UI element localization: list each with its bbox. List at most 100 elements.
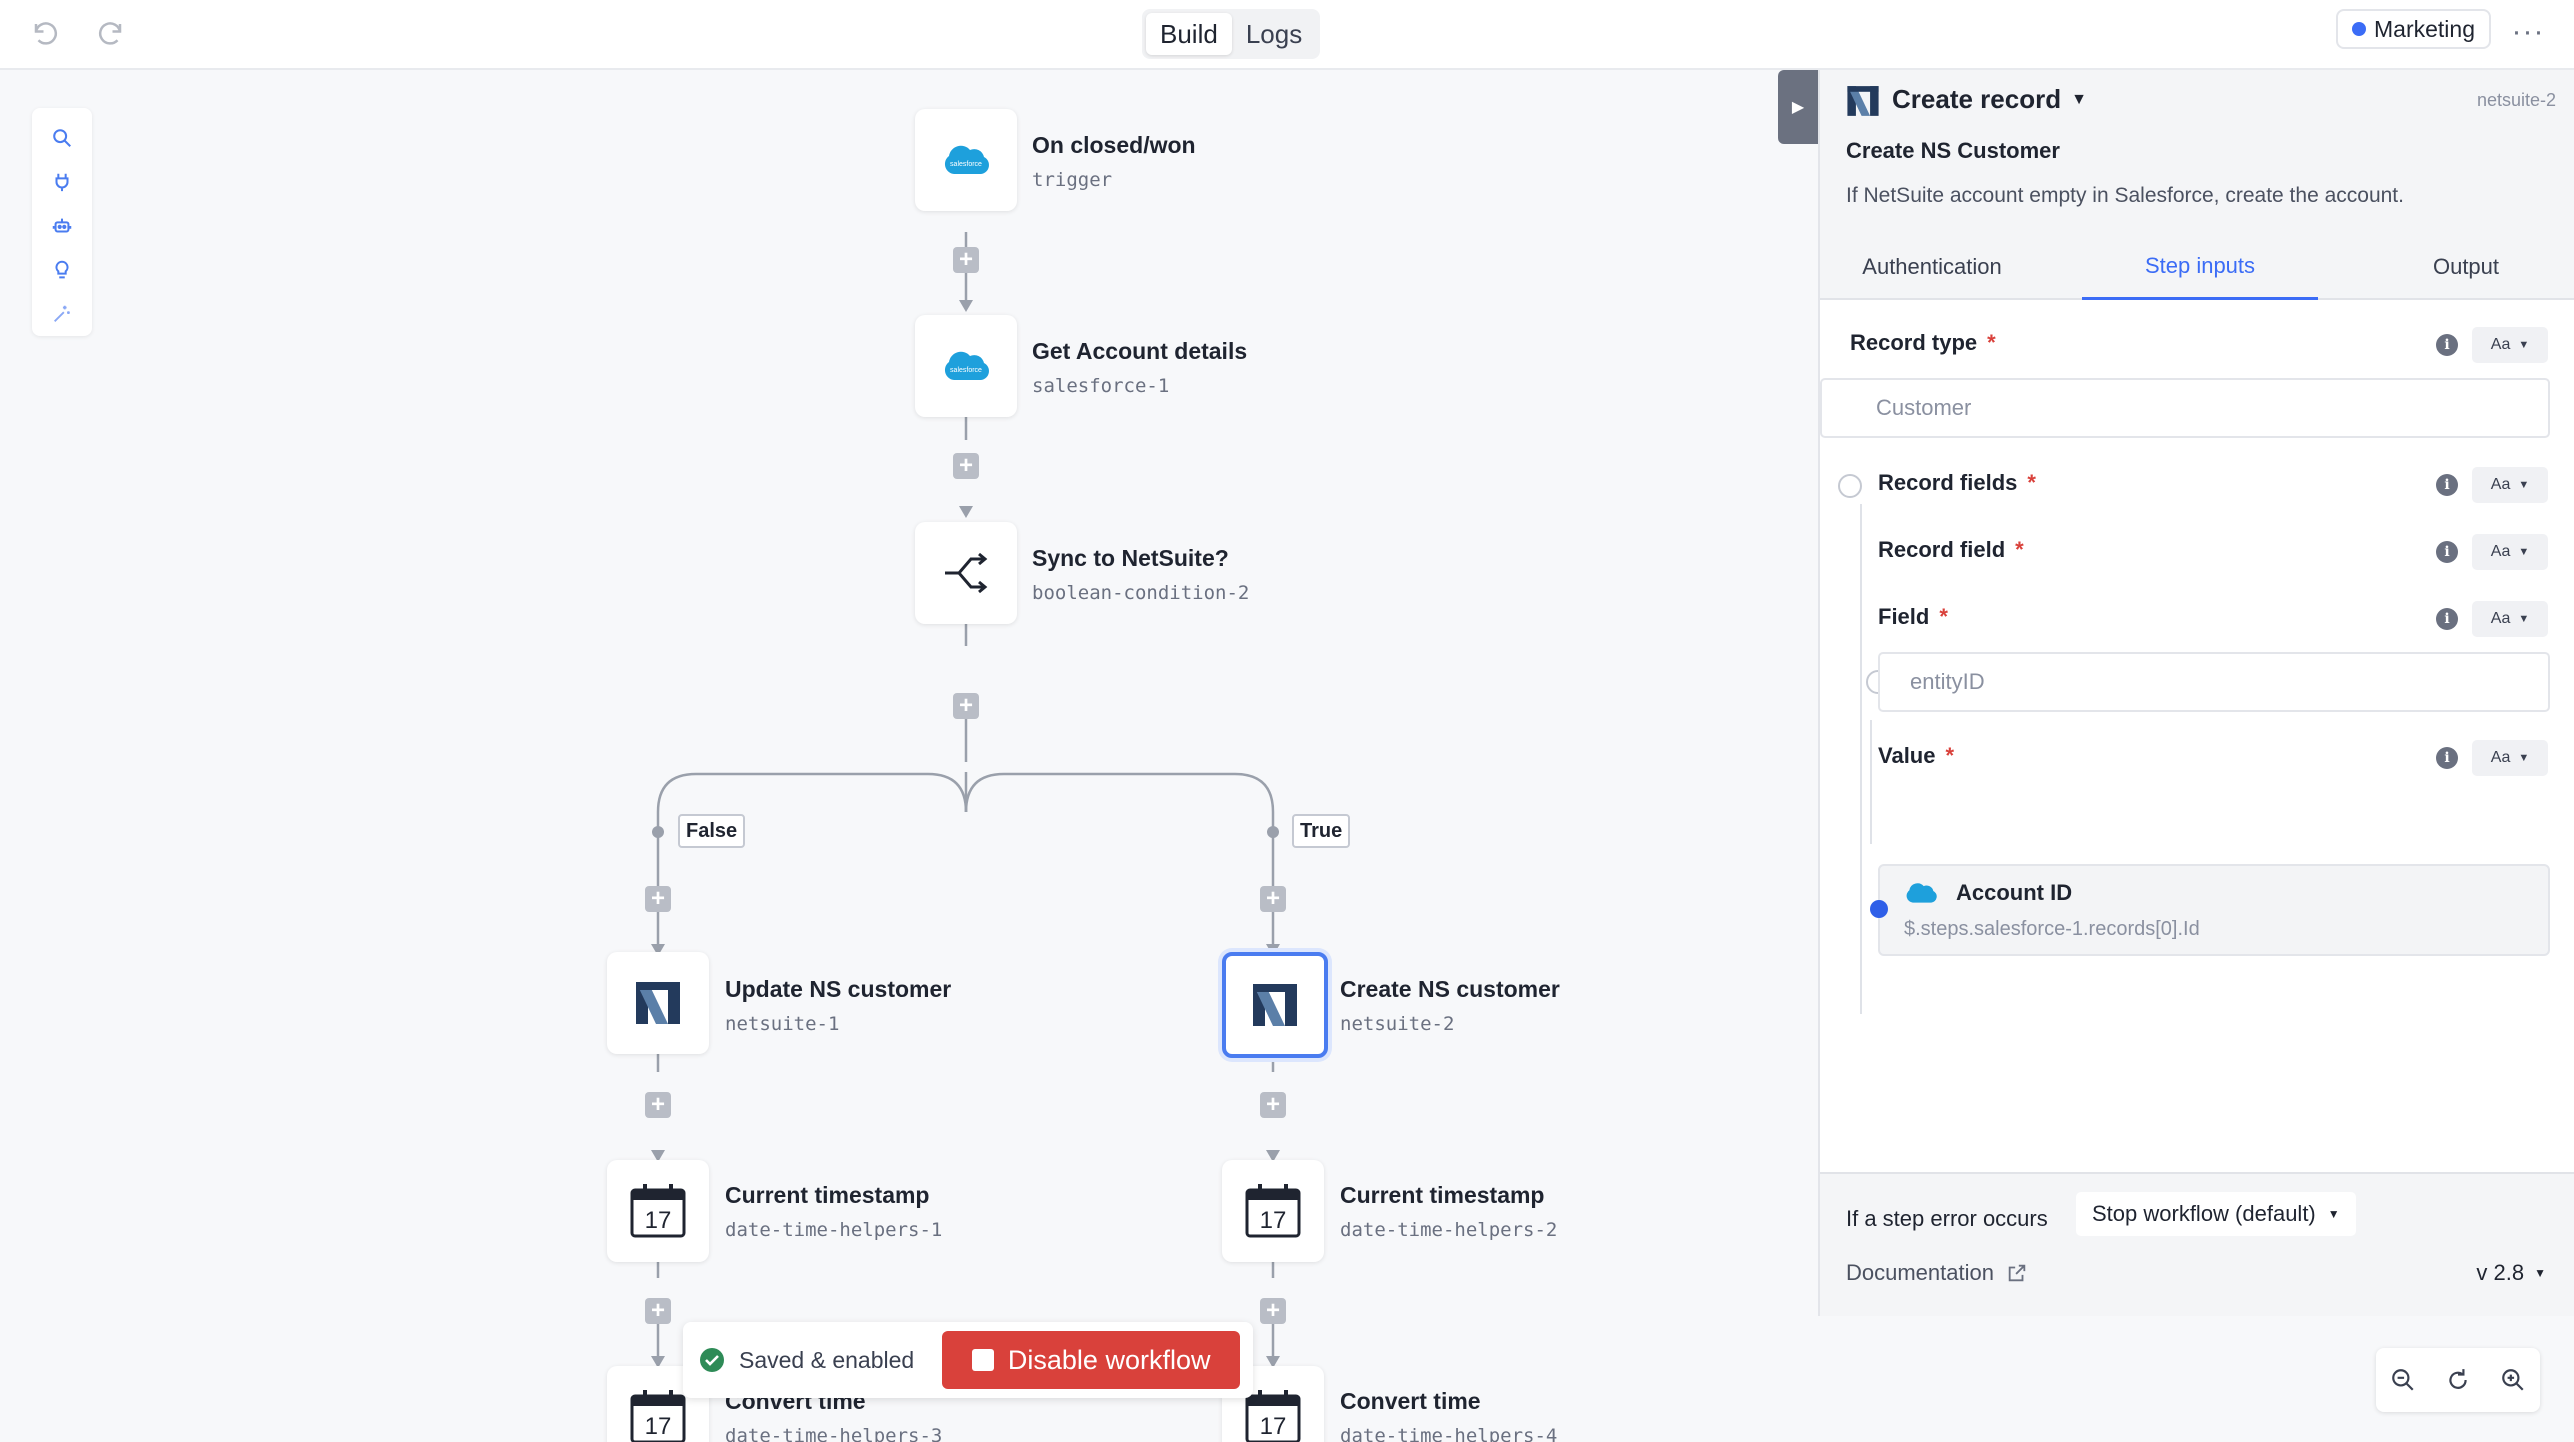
step-inputs-form: Record type* i Aa▼ Customer Record field… (1820, 300, 2574, 1172)
record-field-label: Record field* (1878, 537, 2024, 562)
workspace-dot-icon (2352, 22, 2366, 36)
info-icon[interactable]: i (2436, 474, 2458, 496)
disable-workflow-button[interactable]: Disable workflow (942, 1331, 1241, 1389)
add-step-button[interactable]: + (1260, 886, 1286, 912)
add-step-button[interactable]: + (953, 693, 979, 719)
node-id: date-time-helpers-3 (725, 1425, 943, 1442)
workflow-node-netsuite[interactable] (607, 952, 709, 1054)
more-options-icon[interactable]: ··· (2511, 15, 2545, 48)
check-circle-icon (700, 1348, 724, 1372)
radio-button-selected[interactable] (1870, 900, 1888, 918)
stop-icon (971, 1349, 994, 1371)
zoom-in-icon[interactable] (2493, 1360, 2533, 1400)
sparkle-icon[interactable] (42, 294, 82, 334)
value-reference-pill[interactable]: Account ID $.steps.salesforce-1.records[… (1878, 864, 2550, 956)
panel-footer: If a step error occurs Stop workflow (de… (1820, 1172, 2574, 1316)
input-type-selector[interactable]: Aa▼ (2472, 740, 2548, 776)
input-type-selector[interactable]: Aa▼ (2472, 601, 2548, 637)
node-title: Create NS customer (1340, 976, 1560, 1002)
node-id: netsuite-2 (1340, 1013, 1455, 1035)
info-icon[interactable]: i (2436, 541, 2458, 563)
netsuite-icon (1847, 86, 1879, 116)
error-handling-select[interactable]: Stop workflow (default)▼ (2076, 1192, 2356, 1236)
zoom-out-icon[interactable] (2383, 1360, 2423, 1400)
documentation-link[interactable]: Documentation (1846, 1260, 2028, 1286)
chevron-right-icon: ▶ (1791, 99, 1805, 116)
svg-text:17: 17 (645, 1413, 672, 1440)
add-step-button[interactable]: + (953, 247, 979, 273)
calendar-icon: 17 (630, 1184, 686, 1238)
input-type-selector[interactable]: Aa▼ (2472, 327, 2548, 363)
undo-icon[interactable] (26, 14, 66, 54)
add-step-button[interactable]: + (953, 453, 979, 479)
record-type-input[interactable]: Customer (1820, 378, 2550, 438)
step-name[interactable]: Create NS Customer (1846, 138, 2060, 163)
action-selector[interactable]: Create record ▼ (1892, 84, 2087, 115)
step-description[interactable]: If NetSuite account empty in Salesforce,… (1846, 184, 2404, 207)
workflow-canvas[interactable]: + + + + + + + + + False True salesforce … (0, 72, 1780, 1442)
svg-text:17: 17 (1260, 1413, 1287, 1440)
workflow-node-trigger[interactable]: salesforce (915, 109, 1017, 211)
radio-button[interactable] (1838, 474, 1862, 498)
external-link-icon (2008, 1264, 2026, 1282)
workflow-node-datetime[interactable]: 17 (1222, 1160, 1324, 1262)
value-label: Value* (1878, 743, 1955, 768)
calendar-icon: 17 (1245, 1184, 1301, 1238)
info-icon[interactable]: i (2436, 747, 2458, 769)
tab-output[interactable]: Output (2432, 254, 2500, 279)
step-id: netsuite-2 (2476, 90, 2556, 110)
node-id: date-time-helpers-1 (725, 1219, 943, 1241)
step-config-panel: Create record ▼ netsuite-2 Create NS Cus… (1818, 70, 2574, 1316)
collapse-panel-button[interactable]: ▶ (1778, 70, 1818, 144)
info-icon[interactable]: i (2436, 334, 2458, 356)
workflow-node-salesforce[interactable]: salesforce (915, 315, 1017, 417)
tool-rail (32, 108, 92, 336)
info-icon[interactable]: i (2436, 608, 2458, 630)
tab-step-inputs[interactable]: Step inputs (2082, 234, 2318, 300)
panel-header: Create record ▼ netsuite-2 Create NS Cus… (1820, 70, 2574, 300)
workflow-node-netsuite-selected[interactable] (1222, 952, 1328, 1058)
node-id: salesforce-1 (1032, 375, 1170, 397)
tab-authentication[interactable]: Authentication (1862, 254, 2002, 279)
reference-path: $.steps.salesforce-1.records[0].Id (1904, 918, 2200, 940)
node-label: Current timestamp date-time-helpers-1 (725, 1182, 942, 1241)
search-icon[interactable] (42, 118, 82, 158)
node-label: Sync to NetSuite? boolean-condition-2 (1032, 545, 1249, 604)
plug-icon[interactable] (42, 162, 82, 202)
lightbulb-icon[interactable] (42, 250, 82, 290)
node-id: date-time-helpers-4 (1340, 1425, 1558, 1442)
workspace-selector[interactable]: Marketing (2336, 9, 2491, 49)
field-input[interactable]: entityID (1878, 652, 2550, 712)
record-fields-label: Record fields* (1878, 470, 2036, 495)
caret-down-icon: ▼ (2071, 90, 2087, 108)
version-selector[interactable]: v 2.8▼ (2476, 1260, 2546, 1285)
add-step-button[interactable]: + (645, 1092, 671, 1118)
tab-build[interactable]: Build (1146, 13, 1232, 55)
panel-tabs: Authentication Step inputs Output (1820, 234, 2574, 300)
node-title: Current timestamp (1340, 1182, 1545, 1208)
branch-icon (945, 552, 988, 594)
reset-zoom-icon[interactable] (2438, 1360, 2478, 1400)
zoom-controls (2376, 1348, 2540, 1412)
redo-icon[interactable] (90, 14, 130, 54)
branch-false-label: False (678, 814, 746, 848)
add-step-button[interactable]: + (645, 1298, 671, 1324)
svg-text:salesforce: salesforce (950, 367, 982, 374)
node-title: Get Account details (1032, 338, 1248, 364)
workflow-node-condition[interactable] (915, 522, 1017, 624)
add-step-button[interactable]: + (645, 886, 671, 912)
robot-icon[interactable] (42, 206, 82, 246)
workflow-node-datetime[interactable]: 17 (607, 1160, 709, 1262)
tab-logs[interactable]: Logs (1245, 18, 1303, 49)
input-type-selector[interactable]: Aa▼ (2472, 467, 2548, 503)
node-id: trigger (1032, 169, 1113, 191)
input-type-selector[interactable]: Aa▼ (2472, 534, 2548, 570)
add-step-button[interactable]: + (1260, 1092, 1286, 1118)
node-title: On closed/won (1032, 132, 1196, 158)
node-id: date-time-helpers-2 (1340, 1219, 1558, 1241)
node-label: Convert time date-time-helpers-4 (1340, 1388, 1557, 1442)
node-title: Update NS customer (725, 976, 952, 1002)
add-step-button[interactable]: + (1260, 1298, 1286, 1324)
node-label: On closed/won trigger (1032, 132, 1196, 191)
svg-text:17: 17 (645, 1207, 672, 1234)
